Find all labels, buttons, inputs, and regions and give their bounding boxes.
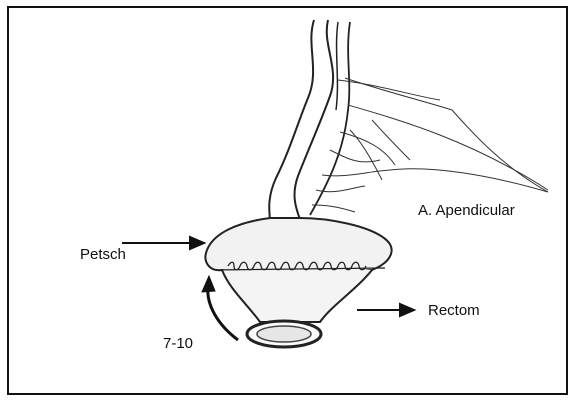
appendicular-artery-branches (312, 78, 548, 212)
petsch-label: Petsch (80, 246, 126, 263)
staple-ring-inner (257, 326, 311, 342)
rectom-label: Rectom (428, 302, 480, 319)
artery-label: A. Apendicular (418, 202, 515, 219)
distance-label: 7-10 (163, 335, 193, 352)
rectom-arrow (357, 304, 414, 316)
appendix-stalk-left (269, 20, 314, 221)
rectal-stump (222, 270, 372, 322)
petsch-arrow (122, 237, 204, 249)
